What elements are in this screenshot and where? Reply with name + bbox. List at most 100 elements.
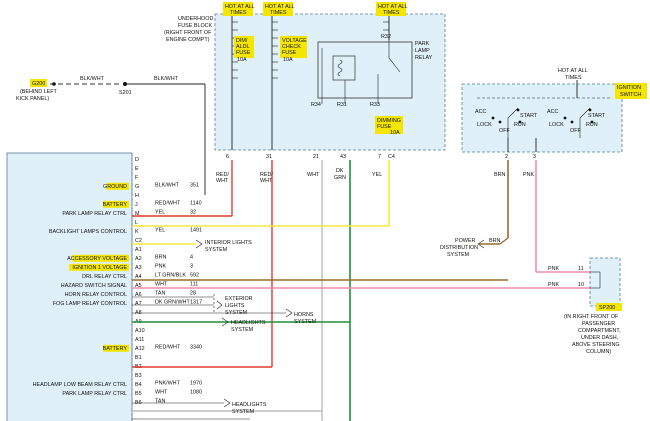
module-pin-id: A4 bbox=[135, 274, 142, 280]
fuse-block-title-2: FUSE BLOCK bbox=[178, 23, 213, 29]
module-pin-id: D bbox=[135, 157, 139, 163]
ign-acc-2: ACC bbox=[547, 109, 558, 115]
module-wire-color: RED/WHT bbox=[155, 201, 181, 207]
hot-label-3b: TIMES bbox=[383, 10, 400, 16]
park-lamp-relay-outline bbox=[317, 41, 413, 99]
ext-lights-3: SYSTEM bbox=[225, 310, 248, 316]
module-wire-color: TAN bbox=[155, 291, 165, 297]
module-wire-color: BRN bbox=[155, 255, 166, 261]
fuse-block-title-3: (RIGHT FRONT OF bbox=[164, 30, 212, 36]
fuse-block-title-4: ENGINE COMPT) bbox=[166, 37, 210, 43]
ign-hot-label-2: TIMES bbox=[565, 75, 582, 81]
ign-run-2: RUN bbox=[586, 122, 598, 128]
ign-off-1: OFF bbox=[499, 128, 510, 134]
module-pin-id: B1 bbox=[135, 355, 142, 361]
module-pin-id: L bbox=[135, 220, 138, 226]
module-row: A1 bbox=[135, 247, 142, 253]
module-row: HEADLAMP LOW BEAM RELAY CTRL B4 PNK/WHT 197… bbox=[33, 381, 202, 389]
module-row: C2 bbox=[135, 238, 142, 244]
sp200-outline bbox=[589, 257, 621, 307]
horizontal-wires bbox=[132, 215, 590, 420]
module-row: A10 bbox=[135, 328, 145, 334]
sp200-note-3: COMPARTMENT, bbox=[578, 328, 621, 334]
module-row: A11 bbox=[135, 337, 144, 343]
fuse3-amp: 10A bbox=[390, 130, 400, 136]
relay-coil bbox=[337, 59, 343, 77]
module-row: H bbox=[135, 193, 139, 199]
module-circuit-number: 32 bbox=[190, 210, 196, 216]
fuse-block-title-1: UNDERHOOD bbox=[178, 16, 213, 22]
ign-title-highlight bbox=[615, 83, 647, 99]
module-circuit-number: 1491 bbox=[190, 228, 202, 234]
module-wire-color: BLK/WHT bbox=[155, 183, 180, 189]
module-wire-color: LT GRN/BLK bbox=[155, 273, 186, 279]
relay-name-3: RELAY bbox=[415, 55, 433, 61]
ground-wire2-label: BLK/WHT bbox=[154, 76, 179, 82]
module-circuit-number: 1970 bbox=[190, 381, 202, 387]
module-pin-id: A3 bbox=[135, 265, 142, 271]
module-circuit-number: 1140 bbox=[190, 201, 202, 207]
relay-switch-contact bbox=[388, 40, 401, 73]
module-pin-id: A7 bbox=[135, 301, 142, 307]
fuse1-name-2: ALDL bbox=[236, 44, 250, 50]
sp200-note-4: UNDER DASH, bbox=[581, 335, 619, 341]
ext-lights-2: LIGHTS bbox=[225, 303, 245, 309]
head2-1: HEADLIGHTS bbox=[232, 402, 267, 408]
wire-label-redwht-1a: RED/ bbox=[216, 172, 229, 178]
interior-lights-1: INTERIOR LIGHTS bbox=[205, 240, 252, 246]
sp200-note-5: ABOVE STEERING bbox=[572, 342, 620, 348]
module-pin-label: HEADLAMP LOW BEAM RELAY CTRL bbox=[33, 382, 127, 388]
module-pin-id: B4 bbox=[135, 382, 142, 388]
relay-pin-r33: R33 bbox=[370, 102, 380, 108]
wire-label-redwht-2a: RED/ bbox=[260, 172, 273, 178]
ign-start-2: START bbox=[588, 113, 606, 119]
module-pin-id: J bbox=[135, 202, 138, 208]
ground-note-2: KICK PANEL) bbox=[16, 96, 49, 102]
ign-title-2: SWITCH bbox=[620, 92, 641, 98]
ign-title: IGNITION bbox=[617, 85, 641, 91]
module-wire-color: PNK/WHT bbox=[155, 381, 181, 387]
module-row: D bbox=[135, 157, 139, 163]
module-wire-color: YEL bbox=[155, 210, 165, 216]
bus-ticks bbox=[232, 21, 389, 79]
fuse1-name-3: FUSE bbox=[236, 50, 251, 56]
module-row: DRL RELAY CTRL A4 LT GRN/BLK 592 bbox=[82, 273, 199, 281]
fuse3-name-2: FUSE bbox=[377, 124, 392, 130]
ign-off-2: OFF bbox=[570, 128, 581, 134]
ign-lock-1: LOCK bbox=[477, 122, 492, 128]
wire-label-dkgrn-b: GRN bbox=[334, 175, 346, 181]
module-wire-color: RED/WHT bbox=[155, 345, 181, 351]
module-pin-label: GROUND bbox=[103, 184, 127, 190]
ground-wire-label: BLK/WHT bbox=[80, 76, 105, 82]
module-pin-label: DRL RELAY CTRL bbox=[82, 274, 127, 280]
module-label-highlight bbox=[69, 263, 129, 271]
module-pin-id: A5 bbox=[135, 283, 142, 289]
ign-pin-2: 2 bbox=[505, 154, 508, 160]
module-pin-label: HORN RELAY CONTROL bbox=[65, 292, 127, 298]
hot-label-3: HOT AT ALL bbox=[378, 4, 408, 10]
ground-label: G200 bbox=[32, 81, 45, 87]
module-row: F bbox=[135, 175, 139, 181]
fuse2-name-1: VOLTAGE bbox=[282, 38, 307, 44]
ign-lock-2: LOCK bbox=[549, 122, 564, 128]
head1-2: SYSTEM bbox=[231, 327, 254, 333]
wire-label-dkgrn-a: DK bbox=[336, 168, 344, 174]
module-circuit-number: 592 bbox=[190, 273, 199, 279]
fuse2-amp: 10A bbox=[283, 57, 293, 63]
underhood-fuse-block: UNDERHOOD FUSE BLOCK (RIGHT FRONT OF ENG… bbox=[164, 2, 446, 160]
module-pin-id: A12 bbox=[135, 346, 145, 352]
sp200-label: SP200 bbox=[599, 305, 615, 311]
module-pin-label: PARK LAMP RELAY CTRL bbox=[62, 391, 127, 397]
module-pin-label: BATTERY bbox=[103, 346, 128, 352]
module-label-highlight bbox=[103, 200, 129, 208]
wire-label-wht: WHT bbox=[307, 172, 320, 178]
ground-terminal bbox=[52, 82, 56, 86]
fuse-pin-7: 7 bbox=[378, 154, 381, 160]
sp200-note-1: (IN RIGHT FRONT OF bbox=[564, 314, 619, 320]
fuse1-amp: 10A bbox=[237, 57, 247, 63]
relay-coil-box bbox=[332, 55, 356, 81]
hot-label-2b: TIMES bbox=[270, 10, 287, 16]
wire-label-redwht-2b: WHT bbox=[260, 178, 273, 184]
